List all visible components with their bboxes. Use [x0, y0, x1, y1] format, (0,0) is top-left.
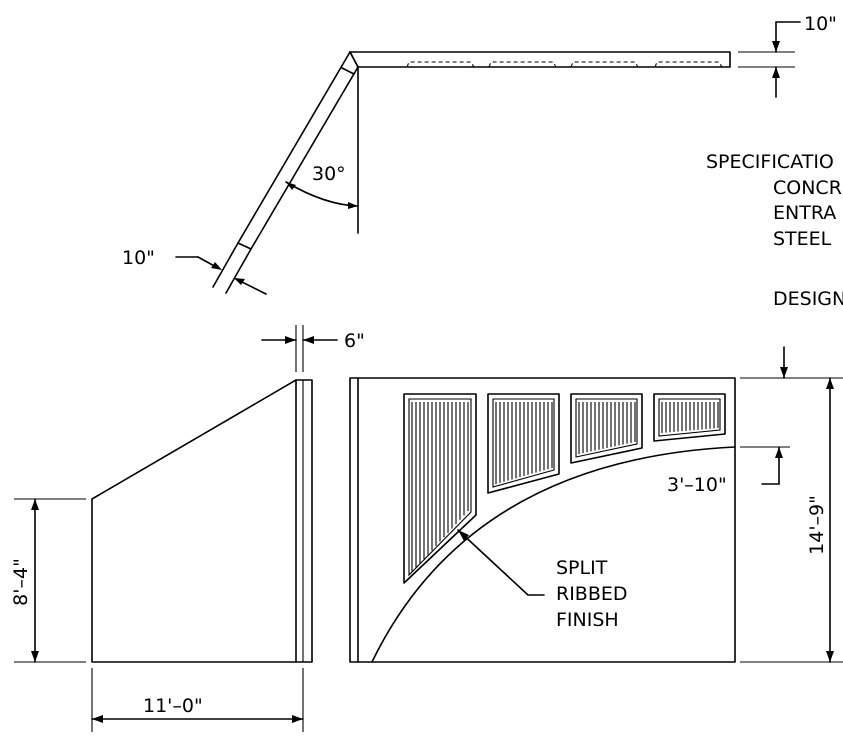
dim-side-thickness: 10" [122, 247, 155, 269]
plan-rib-panel-3 [570, 61, 639, 68]
front-elevation-outline [349, 377, 736, 663]
plan-wing-joint [341, 67, 355, 75]
top-thick-arrow-2 [772, 67, 780, 78]
rib-panel-1 [403, 393, 477, 584]
dim-width-left: 11'–0" [143, 695, 203, 717]
spec-line-5: DESIGN [773, 288, 843, 310]
plan-view [175, 21, 801, 295]
plan-break-line-2 [225, 248, 252, 294]
callout-line-3: FINISH [556, 609, 619, 631]
rib-gap-arrow-2 [775, 447, 783, 458]
dim-rib-gap: 3'–10" [667, 474, 727, 496]
spec-line-3: ENTRA [773, 202, 836, 224]
front-opening-arc [371, 446, 736, 663]
plan-rib-panel-2 [488, 61, 557, 68]
height-right-arrow-2 [826, 651, 834, 662]
rib-panel-3 [570, 393, 643, 464]
rib-panel-4 [653, 393, 726, 442]
spec-line-1: SPECIFICATIO [706, 151, 834, 173]
callout-text: SPLIT RIBBED FINISH [556, 557, 628, 631]
side-thick-arrow-1 [211, 262, 222, 270]
plan-wing-inner [250, 66, 359, 250]
rib-gap-arrow-1 [780, 367, 788, 378]
callout-leader [457, 529, 545, 596]
wall-thick-arrow-1 [285, 336, 296, 344]
height-left-arrow-1 [31, 499, 39, 510]
specifications-text: SPECIFICATIO CONCR ENTRA STEEL DESIGN [706, 151, 843, 310]
callout-line-2: RIBBED [556, 583, 628, 605]
dim-height-right: 14'–9" [806, 495, 828, 555]
callout-arrowhead [458, 530, 469, 541]
side-elevation-outline [91, 379, 313, 663]
plan-wing-end [237, 242, 252, 250]
plan-break-line-1 [212, 242, 239, 288]
angle-arc [285, 181, 359, 207]
plan-rib-panel-1 [406, 61, 475, 68]
top-thick-arrow-1 [772, 41, 780, 52]
side-elevation [14, 325, 338, 732]
spec-line-4: STEEL [773, 228, 832, 250]
plan-wing-outer [237, 51, 351, 244]
callout-line-1: SPLIT [556, 557, 608, 579]
height-left-arrow-2 [31, 651, 39, 662]
height-right-arrow-1 [826, 378, 834, 389]
dim-height-left: 8'–4" [10, 558, 32, 606]
angle-arrowhead-right [348, 202, 358, 209]
angle-arrowhead-left [286, 182, 296, 190]
dim-angle: 30° [312, 163, 346, 185]
dim-wall-thickness: 6" [344, 330, 365, 352]
front-elevation [349, 346, 843, 663]
width-left-arrow-1 [92, 715, 103, 723]
plan-rib-panel-4 [654, 61, 723, 68]
rib-panel-2 [487, 393, 560, 494]
spec-line-2: CONCR [773, 177, 842, 199]
plan-corner-miter [349, 51, 359, 68]
side-thick-arrow-2 [234, 278, 245, 285]
plan-top-member [349, 51, 731, 68]
wall-thick-arrow-2 [303, 336, 314, 344]
width-left-arrow-2 [292, 715, 303, 723]
dim-top-thickness: 10" [804, 13, 837, 35]
